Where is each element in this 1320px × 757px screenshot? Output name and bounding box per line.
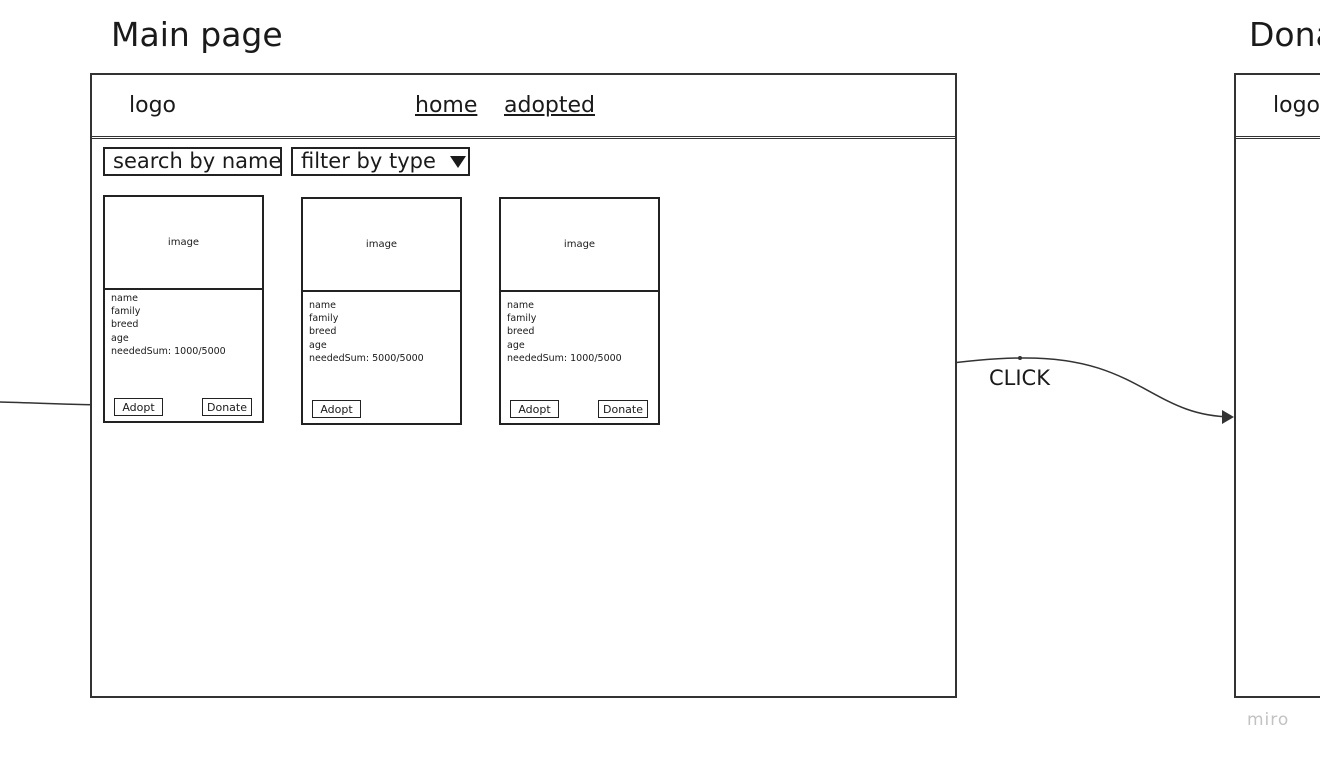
card-field-age: age — [507, 339, 525, 351]
card-image: image — [105, 197, 262, 290]
donate-button[interactable]: Donate — [598, 400, 648, 418]
card-info: name family breed age neededSum: 5000/50… — [309, 299, 424, 365]
filter-label: filter by type — [301, 149, 436, 173]
card-field-name: name — [507, 300, 534, 311]
card-field-breed: breed — [507, 326, 535, 338]
main-frame-title: Main page — [111, 15, 283, 54]
card-image: image — [501, 199, 658, 292]
card-field-needed-sum: neededSum: 1000/5000 — [507, 352, 622, 364]
card-field-age: age — [309, 339, 327, 351]
card-field-needed-sum: neededSum: 1000/5000 — [111, 345, 226, 357]
adopt-button[interactable]: Adopt — [114, 398, 163, 416]
connector-midpoint — [1018, 356, 1022, 360]
donate-page-frame: logo — [1234, 73, 1320, 698]
card-field-needed-sum: neededSum: 5000/5000 — [309, 352, 424, 364]
pet-card: image name family breed age neededSum: 5… — [301, 197, 462, 425]
card-field-age: age — [111, 332, 129, 344]
card-image: image — [303, 199, 460, 292]
logo: logo — [129, 93, 176, 118]
card-field-breed: breed — [111, 319, 139, 331]
search-input[interactable]: search by name — [103, 147, 282, 176]
main-page-frame: logo home adopted search by name filter … — [90, 73, 957, 698]
card-field-family: family — [111, 306, 141, 318]
header-bar: logo home adopted — [92, 75, 955, 139]
nav-home-link[interactable]: home — [415, 93, 478, 118]
card-field-name: name — [111, 293, 138, 304]
pet-card: image name family breed age neededSum: 1… — [103, 195, 264, 423]
donate-frame-title: Dona — [1249, 15, 1320, 54]
arrowhead-icon — [1222, 410, 1234, 424]
card-field-name: name — [309, 300, 336, 311]
adopt-button[interactable]: Adopt — [312, 400, 361, 418]
card-field-family: family — [507, 313, 537, 325]
donate-logo: logo — [1273, 93, 1320, 118]
miro-watermark: miro — [1247, 710, 1290, 730]
filter-select[interactable]: filter by type — [291, 147, 470, 176]
card-field-breed: breed — [309, 326, 337, 338]
search-placeholder: search by name — [113, 149, 282, 173]
donate-button[interactable]: Donate — [202, 398, 252, 416]
card-field-family: family — [309, 313, 339, 325]
pet-card: image name family breed age neededSum: 1… — [499, 197, 660, 425]
adopt-button[interactable]: Adopt — [510, 400, 559, 418]
donate-header-bar: logo — [1236, 75, 1320, 139]
nav-adopted-link[interactable]: adopted — [504, 93, 595, 118]
chevron-down-icon — [449, 155, 466, 168]
card-info: name family breed age neededSum: 1000/50… — [111, 292, 226, 358]
click-label: CLICK — [989, 366, 1050, 390]
card-info: name family breed age neededSum: 1000/50… — [507, 299, 622, 365]
